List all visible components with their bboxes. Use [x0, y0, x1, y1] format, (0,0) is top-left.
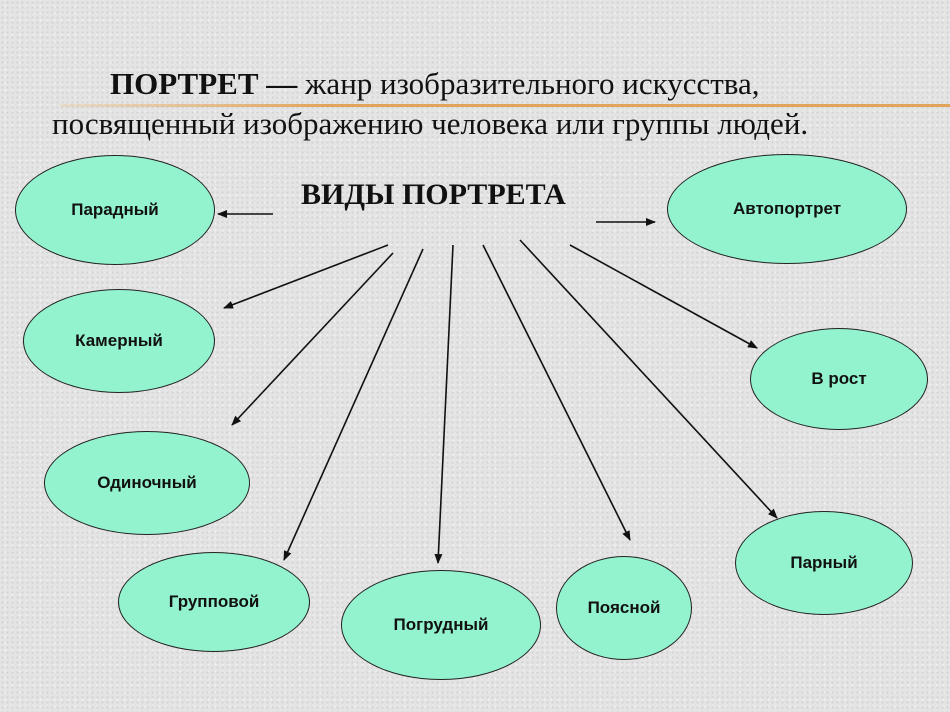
arrow-gruppovoy	[283, 248, 424, 561]
definition-line-2: посвященный изображению человека или гру…	[52, 106, 809, 141]
node-poyasnoy: Поясной	[556, 556, 692, 660]
node-paradny: Парадный	[15, 155, 215, 265]
arrow-kamerny	[223, 244, 389, 309]
accent-divider	[60, 104, 950, 107]
definition-line-1: ПОРТРЕТ — жанр изобразительного искусств…	[110, 66, 760, 102]
term-heading: ПОРТРЕТ —	[110, 66, 298, 101]
node-pogrudny: Погрудный	[341, 570, 541, 680]
arrow-pogrudny	[434, 244, 454, 564]
center-label: ВИДЫ ПОРТРЕТА	[301, 178, 566, 211]
node-odinochny: Одиночный	[44, 431, 250, 535]
node-avtoportret: Автопортрет	[667, 154, 907, 264]
arrow-odinochny	[231, 252, 394, 426]
node-parny: Парный	[735, 511, 913, 615]
node-kamerny: Камерный	[23, 289, 215, 393]
arrow-parny	[519, 239, 778, 519]
node-gruppovoy: Групповой	[118, 552, 310, 652]
arrow-poyasnoy	[482, 244, 631, 541]
definition-text: жанр изобразительного искусства,	[305, 66, 760, 101]
node-v-rost: В рост	[750, 328, 928, 430]
arrow-v-rost	[569, 244, 758, 349]
